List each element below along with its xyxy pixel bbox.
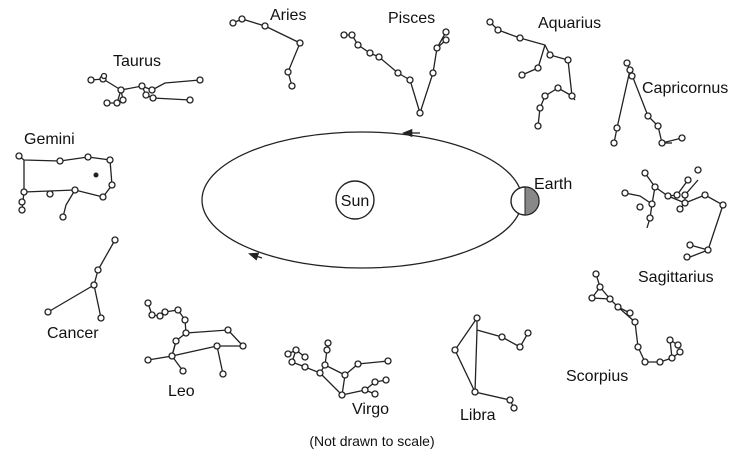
constellation-virgo: Virgo [284, 339, 392, 418]
scorpius-label: Scorpius [566, 368, 628, 385]
constellation-capricornus: Capricornus [610, 59, 728, 147]
libra-label: Libra [460, 407, 496, 424]
earth-label: Earth [534, 176, 572, 193]
constellation-scorpius: Scorpius [566, 270, 684, 385]
constellation-gemini: Gemini [15, 131, 116, 221]
cancer-label: Cancer [47, 325, 99, 342]
constellation-taurus: Taurus [87, 53, 204, 107]
virgo-label: Virgo [352, 401, 389, 418]
pisces-label: Pisces [388, 10, 435, 27]
capricornus-label: Capricornus [642, 80, 728, 97]
constellation-leo: Leo [144, 299, 247, 400]
gemini-label: Gemini [24, 131, 75, 148]
constellation-sagittarius: Sagittarius [621, 166, 727, 286]
leo-label: Leo [168, 383, 195, 400]
taurus-label: Taurus [113, 53, 161, 70]
constellation-pisces: Pisces [340, 10, 450, 117]
constellation-libra: Libra [451, 314, 532, 424]
aquarius-label: Aquarius [538, 15, 601, 32]
aries-label: Aries [270, 7, 306, 24]
constellation-cancer: Cancer [44, 236, 119, 342]
sun-label: Sun [341, 193, 369, 210]
constellation-aries: Aries [229, 7, 306, 90]
constellation-aquarius: Aquarius [486, 15, 601, 130]
sagittarius-label: Sagittarius [638, 269, 714, 286]
orbit-arrow-bottom [248, 252, 263, 261]
scale-note: (Not drawn to scale) [309, 433, 434, 449]
sun: Sun [335, 180, 375, 220]
earth: Earth [510, 176, 572, 216]
